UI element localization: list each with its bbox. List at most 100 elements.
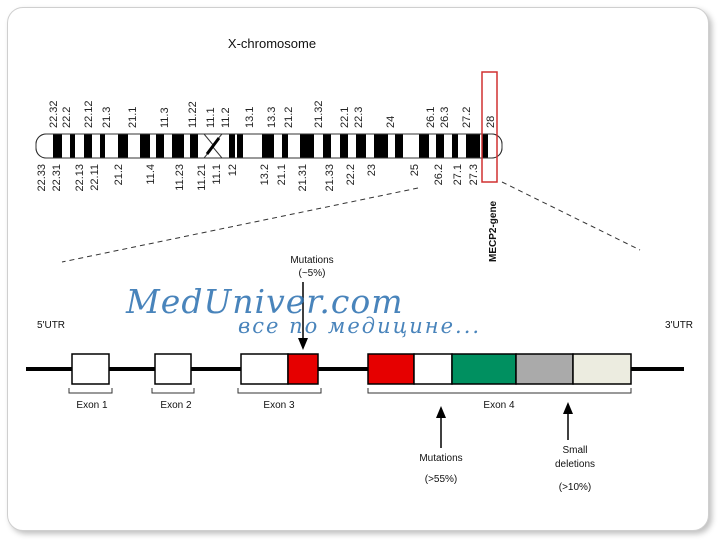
exon1-label: Exon 1 [76, 400, 108, 411]
dark-band [482, 134, 488, 158]
deletions-arrow-head [563, 402, 573, 414]
band-label-top: 26.3 [439, 107, 451, 128]
gene-structure: 5'UTR 3'UTR Exon 1 Exon 2 Exon 3 Exon 4 [26, 320, 693, 411]
chromosome-title: X-chromosome [228, 36, 316, 51]
gene-label: MECP2-gene [488, 200, 499, 262]
exon4-green-segment [451, 353, 517, 385]
band-label-top: 11.22 [187, 101, 199, 128]
band-label-bottom: 21.1 [276, 164, 288, 185]
band-label-bottom: 22.33 [36, 164, 48, 192]
band-label-top: 21.2 [283, 107, 295, 128]
mutations-bottom-label: Mutations [419, 453, 462, 464]
dark-band [172, 134, 184, 158]
zoom-line-left [61, 187, 419, 263]
exon3-white-segment [240, 353, 289, 385]
utr5-label: 5'UTR [37, 320, 65, 331]
exon4-grey-segment [515, 353, 574, 385]
band-label-bottom: 11.21 [196, 164, 208, 191]
dark-band [395, 134, 403, 158]
band-label-top: 22.12 [83, 100, 95, 128]
band-label-bottom: 21.33 [324, 164, 336, 192]
band-label-top: 11.2 [220, 107, 232, 128]
dark-band [466, 134, 480, 158]
dark-band [53, 134, 62, 158]
deletions-label-1: Small [562, 445, 587, 456]
chromosome-ideogram [35, 71, 503, 183]
band-label-bottom: 12 [227, 164, 239, 176]
band-label-top: 28 [485, 116, 497, 128]
chromosome-bands [53, 134, 488, 158]
mutations-bottom-arrow-head [436, 406, 446, 418]
exon4-bracket [367, 388, 632, 394]
exon4-red-segment [367, 353, 415, 385]
band-label-top: 13.3 [266, 107, 278, 128]
dark-band [237, 134, 243, 158]
exon3-label: Exon 3 [263, 400, 295, 411]
band-label-top: 13.1 [244, 107, 256, 128]
band-label-top: 22.32 [48, 100, 60, 128]
dark-band [282, 134, 288, 158]
dark-band [356, 134, 366, 158]
dark-band [140, 134, 150, 158]
exon4-white-segment [413, 353, 453, 385]
band-label-bottom: 21.2 [113, 164, 125, 185]
band-label-bottom: 11.1 [211, 164, 223, 185]
watermark-tagline: все по медицине... [238, 314, 482, 338]
band-label-bottom: 21.31 [297, 164, 309, 192]
exon3-bracket [237, 388, 322, 394]
exon4-ivory-segment [572, 353, 632, 385]
band-label-bottom: 25 [409, 164, 421, 176]
dark-band [323, 134, 331, 158]
dark-band [419, 134, 429, 158]
utr3-label: 3'UTR [665, 320, 693, 331]
band-label-bottom: 22.13 [74, 164, 86, 192]
exon2-bracket [151, 388, 195, 394]
band-label-bottom: 22.2 [345, 164, 357, 185]
dark-band [156, 134, 164, 158]
exon3-red-segment [287, 353, 319, 385]
chromosome-outline [35, 133, 503, 159]
exon2-box [154, 353, 192, 385]
band-label-top: 11.3 [159, 107, 171, 128]
dark-band [340, 134, 348, 158]
dark-band [100, 134, 105, 158]
watermark-site: MedUniver.com [126, 282, 404, 321]
band-label-bottom: 13.2 [259, 164, 271, 185]
band-label-top: 22.3 [353, 107, 365, 128]
exon2-label: Exon 2 [160, 400, 192, 411]
mutations-top-label: Mutations [290, 255, 333, 266]
slide-frame [7, 7, 709, 531]
band-label-bottom: 27.3 [468, 164, 480, 185]
deletions-label-2: deletions [555, 459, 595, 470]
dark-band [374, 134, 388, 158]
band-label-top: 21.32 [313, 100, 325, 128]
dark-band [84, 134, 92, 158]
band-label-top: 22.2 [61, 107, 73, 128]
exon4-label: Exon 4 [483, 400, 515, 411]
dark-band [300, 134, 314, 158]
band-label-bottom: 11.4 [145, 164, 157, 185]
dark-band [190, 134, 198, 158]
band-label-bottom: 26.2 [433, 164, 445, 185]
dark-band [70, 134, 75, 158]
band-label-top: 21.1 [127, 107, 139, 128]
band-label-top: 21.3 [101, 107, 113, 128]
band-label-top: 27.2 [461, 107, 473, 128]
band-label-bottom: 27.1 [452, 164, 464, 185]
exon1-bracket [68, 388, 113, 394]
dark-band [118, 134, 128, 158]
band-label-bottom: 22.11 [89, 164, 101, 191]
mutations-bottom-percent: (>55%) [425, 474, 458, 485]
band-label-bottom: 23 [366, 164, 378, 176]
band-label-top: 24 [385, 116, 397, 128]
dark-band [436, 134, 444, 158]
dark-band [229, 134, 235, 158]
band-label-top: 26.1 [425, 107, 437, 128]
exon1-box [71, 353, 110, 385]
centromere-mark [205, 137, 221, 155]
band-label-top: 22.1 [339, 107, 351, 128]
